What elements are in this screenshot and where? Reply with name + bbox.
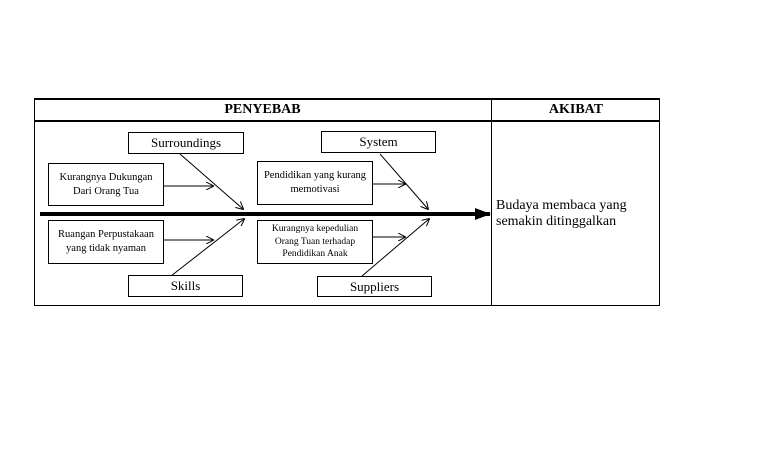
bone-suppliers xyxy=(361,219,429,277)
effect-text: Budaya membaca yang semakin ditinggalkan xyxy=(496,198,627,229)
cause-perpustakaan: Ruangan Perpustakaan yang tidak nyaman xyxy=(48,220,164,264)
cause-kepedulian: Kurangnya kepedulian Orang Tuan terhadap… xyxy=(257,220,373,264)
fishbone-frame: PENYEBAB AKIBAT xyxy=(34,98,660,306)
bone-system xyxy=(379,153,428,209)
header-bar xyxy=(34,98,660,122)
header-cause: PENYEBAB xyxy=(224,102,301,117)
header-effect: AKIBAT xyxy=(548,102,604,117)
bone-skills xyxy=(170,219,244,277)
category-skills: Skills xyxy=(128,275,243,297)
category-system: System xyxy=(321,131,436,153)
category-surroundings: Surroundings xyxy=(128,132,244,154)
bone-surroundings xyxy=(179,153,243,209)
category-suppliers: Suppliers xyxy=(317,276,432,297)
cause-dukungan: Kurangnya Dukungan Dari Orang Tua xyxy=(48,163,164,206)
cause-motivasi: Pendidikan yang kurang memotivasi xyxy=(257,161,373,205)
column-divider xyxy=(491,98,492,306)
